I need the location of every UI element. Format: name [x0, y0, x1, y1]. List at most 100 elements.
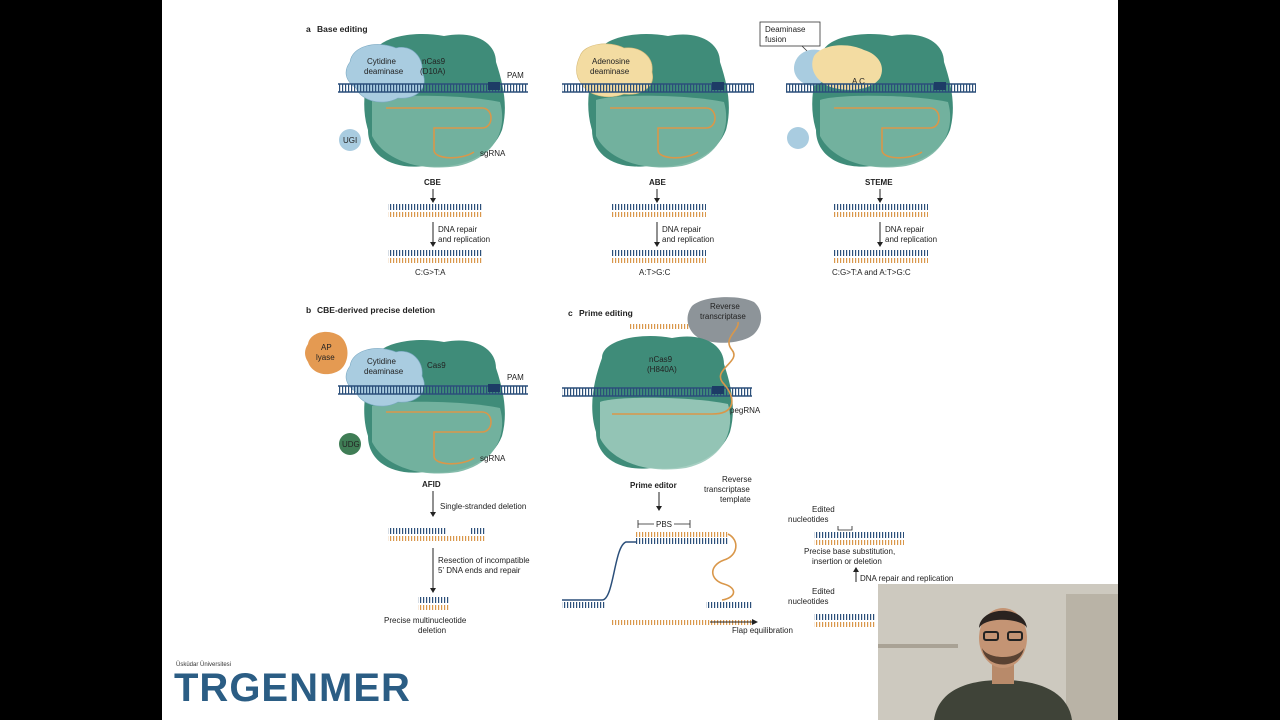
steme-fusion-label-1: Deaminase [765, 25, 806, 34]
panel-a-letter: a [306, 24, 311, 34]
b-name: AFID [422, 480, 441, 489]
steme-name: STEME [865, 178, 893, 187]
trgenmer-logo: Üsküdar Üniversitesi TRGENMER [174, 662, 411, 708]
c-pam-box [712, 386, 724, 394]
steme-repair-label-2: and replication [885, 235, 937, 244]
b-result-label-1: Precise multinucleotide [384, 616, 467, 625]
cbe-deaminase-label-2: deaminase [364, 67, 404, 76]
panel-c: c Prime editing Reverse transcriptase nC… [562, 297, 953, 635]
b-step2-label-1: Resection of incompatible [438, 556, 530, 565]
b-deaminase-label-1: Cytidine [367, 357, 396, 366]
cbe-pam-box [488, 82, 500, 90]
b-step2-label-2: 5' DNA ends and repair [438, 566, 521, 575]
cbe-pam-label: PAM [507, 71, 524, 80]
c-cas9-label-2: (H840A) [647, 365, 677, 374]
c-rtt-label-2: transcriptase [704, 485, 750, 494]
cbe-repair-label-2: and replication [438, 235, 490, 244]
b-dna-final [418, 597, 450, 603]
abe-dna-bottom [612, 250, 706, 256]
c-rt-label-1: Reverse [710, 302, 740, 311]
c-repair-label: DNA repair and replication [860, 574, 953, 583]
abe-section: Adenosine deaminase ABE DNA repair and r… [562, 34, 754, 277]
c-repair-arrowhead [853, 567, 859, 572]
b-ap-lyase-shape [305, 331, 348, 375]
steme-dna-mid-rna [834, 212, 928, 217]
b-udg-label: UDG [342, 440, 360, 449]
slide: a Base editing Cytidine deaminase nCas9 … [162, 0, 1118, 720]
steme-fusion-label-2: fusion [765, 35, 786, 44]
b-arrowhead-1 [430, 512, 436, 517]
cbe-sgrna-label: sgRNA [480, 149, 506, 158]
b-sgrna [386, 411, 492, 465]
cbe-sgrna [386, 107, 492, 159]
steme-cas9-lobe [820, 95, 951, 168]
c-pegrna [612, 321, 739, 415]
cbe-arrowhead [430, 198, 436, 203]
c-flap-rna-loop [711, 533, 737, 601]
c-flap-rna [636, 532, 728, 537]
webcam-video [878, 584, 1118, 720]
c-edited1-label-2: nucleotides [788, 515, 828, 524]
abe-deaminase-label-1: Adenosine [592, 57, 630, 66]
abe-dna-top [562, 84, 754, 92]
cam-shelf [878, 644, 958, 648]
abe-pam-box [712, 82, 724, 90]
steme-result: C:G>T:A and A:T>G:C [832, 268, 911, 277]
c-pegrna-label: pegRNA [730, 406, 761, 415]
steme-dna-mid [834, 204, 928, 210]
c-cas9-lobe [600, 397, 731, 470]
c-final-rna [814, 622, 876, 627]
abe-dna-mid [612, 204, 706, 210]
b-deaminase-label-2: deaminase [364, 367, 404, 376]
logo-university-text: Üsküdar Üniversitesi [176, 662, 232, 668]
c-bottom-rna [612, 620, 752, 625]
panel-b-letter: b [306, 305, 311, 315]
abe-cas9-lobe [596, 95, 727, 168]
cbe-dna-mid-rna [388, 212, 482, 217]
presenter-glasses-right [1007, 631, 1023, 641]
presenter-glasses-left [983, 631, 999, 641]
b-sgrna-label: sgRNA [480, 454, 506, 463]
b-dna-top [338, 386, 528, 394]
abe-result: A:T>G:C [639, 268, 671, 277]
b-cas9-label: Cas9 [427, 361, 446, 370]
cbe-dna-bottom-rna [388, 258, 482, 263]
c-pbs-label: PBS [656, 520, 672, 529]
steme-repair-label-1: DNA repair [885, 225, 924, 234]
b-dna-gap-left [388, 528, 446, 534]
abe-sgrna [610, 107, 716, 159]
c-flap-label: Flap equilibration [732, 626, 793, 635]
b-result-label-2: deletion [418, 626, 446, 635]
presenter-hair [979, 610, 1027, 628]
c-flap-dna [636, 538, 728, 544]
b-pam-label: PAM [507, 373, 524, 382]
c-flap-arrowhead [752, 619, 758, 625]
abe-arrowhead [654, 198, 660, 203]
steme-repair-arrowhead [877, 242, 883, 247]
steme-dna-bottom [834, 250, 928, 256]
abe-dna-bottom-rna [612, 258, 706, 263]
b-ap-label-2: lyase [316, 353, 335, 362]
cbe-repair-arrowhead [430, 242, 436, 247]
cam-door [1066, 594, 1118, 720]
cbe-cas9-lobe [372, 95, 503, 168]
c-edited-dna [814, 532, 904, 538]
panel-a: a Base editing Cytidine deaminase nCas9 … [306, 24, 528, 277]
b-dna-final-rna [418, 605, 450, 610]
c-bottom-dna-right [706, 602, 752, 608]
c-flap-strand [562, 541, 636, 601]
c-rtt-label-3: template [720, 495, 751, 504]
panel-c-title: Prime editing [579, 308, 633, 318]
steme-arrowhead [877, 198, 883, 203]
abe-repair-arrowhead [654, 242, 660, 247]
c-dna-top [562, 388, 752, 396]
panel-c-letter: c [568, 308, 573, 318]
panel-b: b CBE-derived precise deletion AP lyase … [305, 305, 530, 635]
steme-dna-bottom-rna [834, 258, 928, 263]
cbe-name: CBE [424, 178, 442, 187]
c-edited1-bracket [837, 526, 853, 531]
c-arrowhead-1 [656, 506, 662, 511]
c-outcome-label-1: Precise base substitution, [804, 547, 895, 556]
abe-dna-mid-rna [612, 212, 706, 217]
panel-b-title: CBE-derived precise deletion [317, 305, 435, 315]
